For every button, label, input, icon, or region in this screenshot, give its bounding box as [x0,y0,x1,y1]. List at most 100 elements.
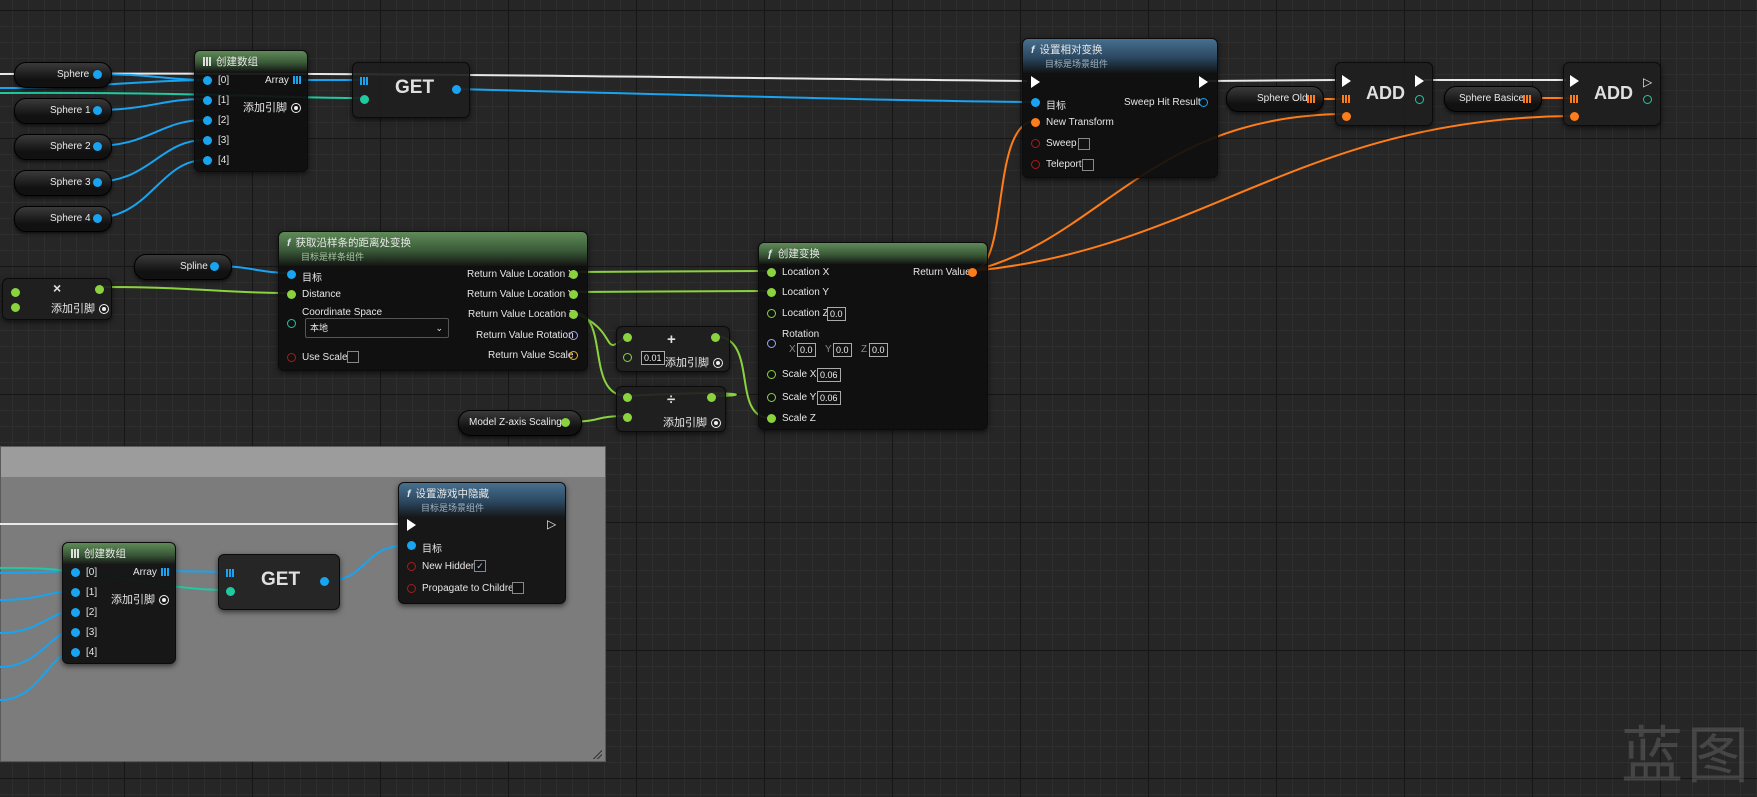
input-pin[interactable] [71,608,80,617]
propagate-checkbox[interactable] [512,582,524,594]
get-node[interactable]: GET [352,62,470,118]
var-sphere1[interactable]: Sphere 1 [14,98,112,124]
location-x-out-pin[interactable] [569,270,578,279]
teleport-pin[interactable] [1031,160,1040,169]
add-pin-button[interactable]: 添加引脚 [51,300,109,316]
sweep-checkbox[interactable] [1078,138,1090,150]
exec-output-pin[interactable] [1199,76,1208,88]
sweep-pin[interactable] [1031,139,1040,148]
propagate-pin[interactable] [407,584,416,593]
distance-pin[interactable] [287,290,296,299]
location-z-out-pin[interactable] [569,310,578,319]
add-pin-button[interactable]: 添加引脚 [665,354,723,370]
input-pin[interactable] [203,136,212,145]
output-pin[interactable] [1523,95,1531,103]
return-value-pin[interactable] [968,268,977,277]
new-transform-pin[interactable] [1031,118,1040,127]
var-sphere-old[interactable]: Sphere Old [1226,86,1324,112]
output-pin[interactable] [561,418,570,427]
input-pin[interactable] [71,628,80,637]
input-pin[interactable] [623,353,632,362]
output-pin[interactable] [93,214,102,223]
input-pin[interactable] [11,288,20,297]
var-sphere3[interactable]: Sphere 3 [14,170,112,196]
var-model-z-axis-scaling[interactable]: Model Z-axis Scaling [458,410,582,436]
output-pin[interactable] [711,333,720,342]
input-pin[interactable] [11,303,20,312]
scale-z-pin[interactable] [767,414,776,423]
exec-input-pin[interactable] [1342,75,1351,87]
scale-x-pin[interactable] [767,370,776,379]
output-pin[interactable] [93,178,102,187]
var-sphere4[interactable]: Sphere 4 [14,206,112,232]
input-pin[interactable] [623,393,632,402]
coordinate-space-pin[interactable] [287,319,296,328]
new-hidden-checkbox[interactable]: ✓ [474,560,486,572]
divide-node[interactable]: ÷ 添加引脚 [616,386,726,432]
exec-output-pin[interactable] [1415,75,1424,87]
input-pin[interactable] [71,568,80,577]
input-pin[interactable] [623,413,632,422]
index-input-pin[interactable] [360,95,369,104]
input-pin[interactable] [71,648,80,657]
var-spline[interactable]: Spline [134,254,232,280]
output-pin[interactable] [707,393,716,402]
input-pin[interactable] [71,588,80,597]
scale-y-pin[interactable] [767,393,776,402]
target-pin[interactable] [1031,98,1040,107]
comment-title-bar[interactable] [1,447,605,477]
use-scale-pin[interactable] [287,353,296,362]
multiply-node[interactable]: × 添加引脚 [2,278,112,320]
input-pin[interactable] [203,96,212,105]
output-pin[interactable] [95,285,104,294]
get-node-bottom[interactable]: GET [218,554,340,610]
resize-grip-icon[interactable] [592,749,602,759]
item-input-pin[interactable] [1342,112,1351,121]
make-array-node[interactable]: 创建数组 [0] [1] [2] [3] [4] Array 添加引脚 [194,50,308,172]
exec-input-pin[interactable] [407,519,416,531]
add-pin-button[interactable]: 添加引脚 [663,414,721,430]
rotation-pin[interactable] [767,339,776,348]
exec-input-pin[interactable] [1031,76,1040,88]
output-pin[interactable] [93,106,102,115]
index-output-pin[interactable] [1415,95,1424,104]
teleport-checkbox[interactable] [1082,159,1094,171]
output-pin[interactable] [210,262,219,271]
target-pin[interactable] [287,270,296,279]
input-pin[interactable] [203,76,212,85]
var-sphere-basice[interactable]: Sphere Basice [1444,86,1542,112]
use-scale-checkbox[interactable] [347,351,359,363]
output-pin[interactable] [320,577,329,586]
array-output-pin[interactable] [293,76,301,84]
target-pin[interactable] [407,541,416,550]
input-pin[interactable] [203,156,212,165]
input-pin[interactable] [623,333,632,342]
array-input-pin[interactable] [226,569,234,577]
var-sphere2[interactable]: Sphere 2 [14,134,112,160]
add-float-node[interactable]: 0.01 + 添加引脚 [616,326,730,372]
var-sphere[interactable]: Sphere [14,62,112,88]
add-pin-button[interactable]: 添加引脚 [111,591,169,607]
output-pin[interactable] [1307,95,1315,103]
location-z-pin[interactable] [767,309,776,318]
rotation-out-pin[interactable] [569,331,578,340]
array-input-pin[interactable] [1342,95,1350,103]
scale-out-pin[interactable] [569,351,578,360]
location-y-pin[interactable] [767,288,776,297]
new-hidden-pin[interactable] [407,562,416,571]
sweep-hit-pin[interactable] [1199,98,1208,107]
location-y-out-pin[interactable] [569,290,578,299]
add-array-node[interactable]: ADD [1335,62,1433,126]
array-input-pin[interactable] [360,77,368,85]
make-array-node-bottom[interactable]: 创建数组 [0] [1] [2] [3] [4] Array 添加引脚 [62,542,176,664]
array-output-pin[interactable] [161,568,169,576]
output-pin[interactable] [452,85,461,94]
output-pin[interactable] [93,70,102,79]
add-pin-button[interactable]: 添加引脚 [243,99,301,115]
location-x-pin[interactable] [767,268,776,277]
exec-input-pin[interactable] [1570,75,1579,87]
